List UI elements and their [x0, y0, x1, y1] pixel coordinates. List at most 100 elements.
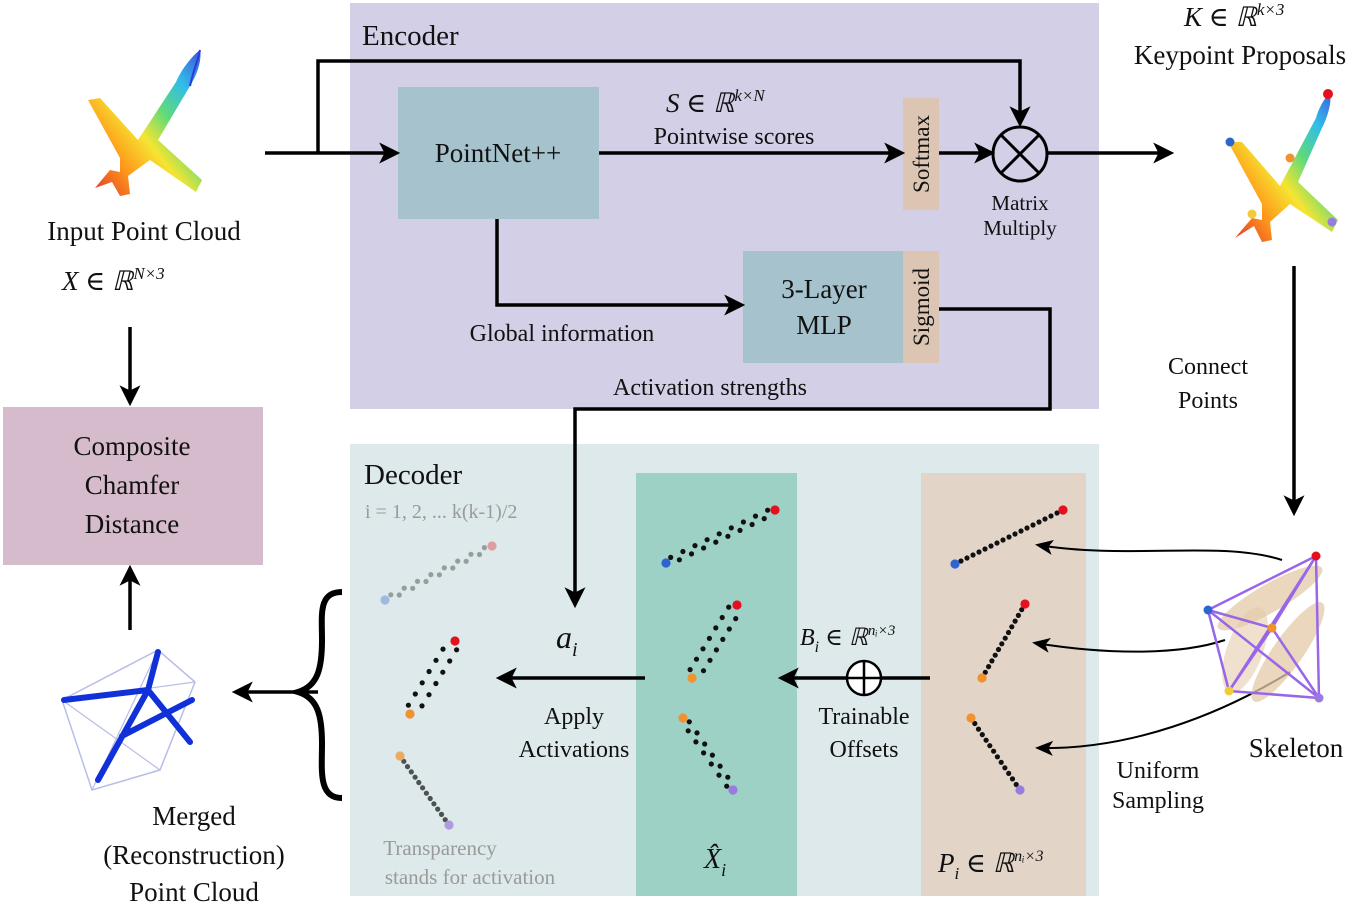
sample-dot	[447, 658, 453, 664]
endpoint-dot	[444, 820, 454, 830]
sample-dot	[704, 537, 710, 543]
sample-dot	[989, 658, 995, 664]
input-label: Input Point Cloud	[47, 216, 241, 246]
endpoint-dot	[1020, 599, 1030, 609]
endpoint-dot	[1015, 785, 1025, 795]
out-segment-1	[380, 541, 497, 605]
sigmoid-label: Sigmoid	[909, 268, 934, 346]
sample-dot	[412, 774, 418, 780]
sample-dot	[423, 578, 429, 585]
mlp-block	[743, 251, 905, 363]
endpoint-dot	[732, 600, 742, 610]
sample-dot	[1048, 513, 1054, 519]
sample-dot	[994, 540, 1000, 546]
sample-dot	[412, 691, 418, 697]
sample-dot	[1009, 776, 1016, 782]
connect-label-2: Points	[1178, 388, 1238, 414]
sample-dot	[442, 817, 448, 823]
sample-dot	[676, 557, 683, 563]
uniform-label-1: Uniform	[1117, 758, 1200, 784]
sample-dot	[419, 703, 425, 709]
sample-dot	[713, 625, 719, 631]
sample-dot	[1019, 607, 1025, 613]
sample-dot	[726, 626, 732, 632]
endpoint-dot	[977, 673, 987, 683]
sample-dot	[414, 578, 421, 584]
sample-dot	[1002, 635, 1008, 641]
sample-dot	[1018, 528, 1024, 534]
keypoint-math: K ∈ ℝk×3	[1183, 0, 1284, 32]
sample-dot	[423, 790, 429, 796]
softmax-label: Softmax	[909, 115, 934, 193]
encoder-title: Encoder	[362, 20, 459, 52]
sample-dot	[958, 558, 964, 564]
sample-dot	[725, 774, 731, 780]
sample-dot	[700, 668, 707, 674]
sample-dot	[998, 759, 1004, 765]
skeleton-label: Skeleton	[1249, 733, 1344, 763]
endpoint-dot	[950, 559, 960, 569]
input-airplane-icon	[88, 49, 202, 196]
matrix-label-1: Matrix	[991, 191, 1049, 215]
pointnet-block	[398, 87, 599, 219]
transparency-label-1: Transparency	[383, 836, 497, 860]
skeleton-icon	[1203, 551, 1325, 703]
sample-dot	[749, 521, 755, 528]
sample-dot	[987, 743, 993, 749]
sample-dot	[427, 795, 433, 802]
endpoint-dot	[966, 713, 976, 723]
connect-label-1: Connect	[1168, 354, 1248, 380]
sample-dot	[720, 636, 726, 643]
sample-dot	[468, 551, 474, 557]
sample-dot	[716, 772, 722, 778]
sample-dot	[982, 669, 988, 675]
out-segment-2	[405, 636, 460, 719]
endpoint-dot	[770, 505, 780, 515]
sigmoid-block	[903, 251, 939, 363]
sample-dot	[428, 572, 434, 578]
pointnet-label: PointNet++	[435, 138, 561, 168]
mlp-label-2: MLP	[796, 310, 852, 340]
sample-dot	[685, 728, 691, 734]
loss-label-1: Composite	[73, 431, 190, 461]
sample-dot	[688, 551, 695, 557]
sample-dot	[401, 758, 407, 764]
sampled-segments	[380, 505, 1068, 830]
sample-dot	[733, 616, 739, 622]
endpoint-dot	[661, 558, 671, 568]
sample-dot	[765, 507, 771, 513]
pi-segment-3	[966, 713, 1025, 795]
endpoint-dot	[728, 785, 738, 795]
sample-dot	[1054, 510, 1060, 516]
sample-dot	[964, 555, 970, 561]
endpoint-dot	[450, 636, 460, 646]
sample-dot	[1006, 534, 1012, 540]
pi-label: Pi ∈ ℝnᵢ×3	[937, 848, 1043, 883]
xhat-panel	[636, 473, 797, 896]
sample-dot	[982, 546, 988, 552]
sample-dot	[401, 585, 407, 591]
sample-dot	[702, 741, 708, 747]
sample-dot	[454, 647, 460, 653]
loss-label-3: Distance	[85, 509, 179, 539]
sample-dot	[693, 739, 699, 745]
out-segment-3	[395, 751, 454, 830]
sample-dot	[970, 552, 976, 558]
sample-dot	[701, 750, 707, 756]
endpoint-dot	[395, 751, 405, 761]
trainable-label-1: Trainable	[818, 704, 909, 730]
sample-dot	[994, 754, 1001, 760]
sample-dot	[992, 652, 998, 658]
sample-dot	[1013, 781, 1019, 788]
sample-dot	[713, 647, 720, 653]
sample-dot	[440, 669, 446, 675]
trainable-label-2: Offsets	[830, 737, 899, 763]
sample-dot	[692, 543, 698, 549]
merged-airplane-icon	[61, 649, 196, 791]
sample-dot	[728, 525, 734, 531]
loss-box	[3, 407, 263, 565]
sample-dot	[975, 726, 982, 732]
xhat-segment-2	[687, 600, 742, 683]
endpoint-dot	[487, 541, 497, 551]
loss-label-2: Chamfer	[85, 470, 179, 500]
